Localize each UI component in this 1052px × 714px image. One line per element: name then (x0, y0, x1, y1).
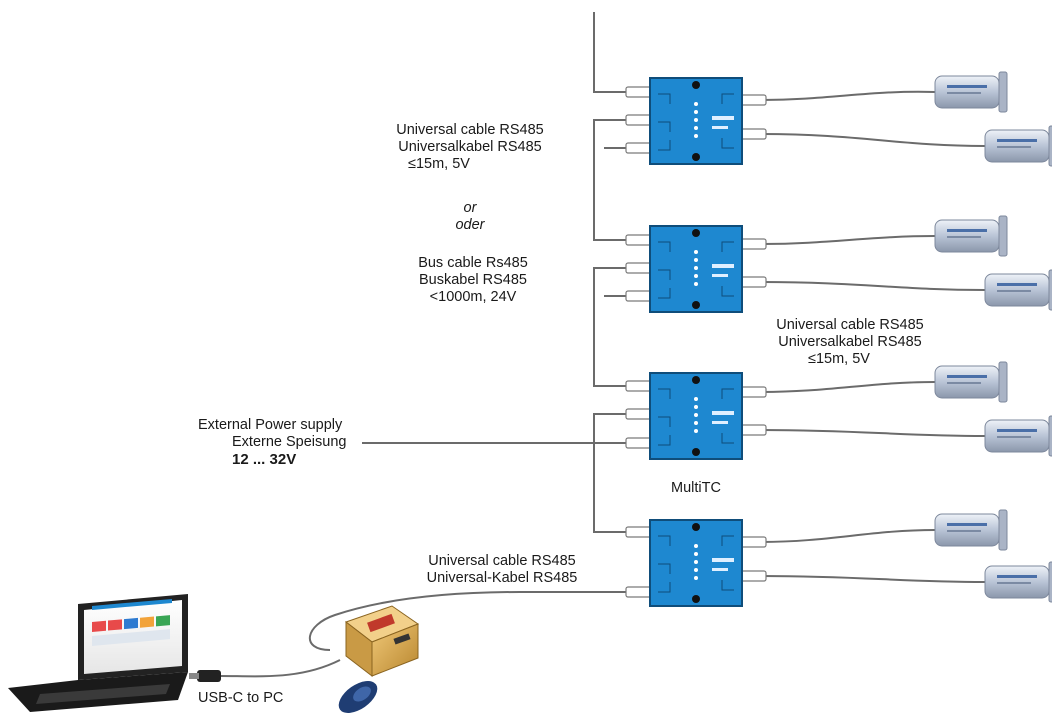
cable-network (219, 12, 986, 678)
label-line: <1000m, 24V (429, 289, 517, 305)
label-line: Universal cable RS485 (396, 122, 544, 138)
multitc-module (649, 77, 743, 165)
sensor-icon (984, 415, 1052, 457)
label-line: Universal cable RS485 (428, 553, 576, 569)
or-label: or oder (420, 200, 520, 234)
external-power-label: External Power supply Externe Speisung 1… (198, 417, 378, 468)
sensor-icon (934, 71, 1008, 113)
label-line: Externe Speisung (232, 434, 347, 450)
sensor-icon (984, 269, 1052, 311)
key-fob-icon (338, 681, 378, 713)
universal-cable-label-top: Universal cable RS485 Universalkabel RS4… (380, 122, 560, 173)
label-line: USB-C to PC (198, 690, 284, 706)
multitc-label: MultiTC (650, 480, 742, 497)
label-line: ≤15m, 5V (408, 156, 470, 172)
label-line: MultiTC (671, 480, 721, 496)
universal-cable-label-bottom: Universal cable RS485 Universal-Kabel RS… (402, 553, 602, 587)
label-line: Universalkabel RS485 (778, 334, 922, 350)
sensor-icon (984, 561, 1052, 603)
usb-interface-box-icon (344, 605, 420, 678)
voltage-range: 12 ... 32V (232, 451, 297, 468)
multitc-module (649, 225, 743, 313)
label-line: Buskabel RS485 (418, 272, 527, 288)
bus-cable-label: Bus cable Rs485 Buskabel RS485 <1000m, 2… (398, 255, 548, 306)
cable-connectors (625, 86, 767, 598)
usb-label: USB-C to PC (198, 690, 308, 707)
sensor-group (934, 71, 1052, 603)
label-line: Universal cable RS485 (776, 317, 924, 333)
label-line: Universalkabel RS485 (398, 139, 542, 155)
laptop-icon (8, 594, 188, 712)
label-line: or (463, 200, 477, 216)
multitc-module (649, 519, 743, 607)
sensor-icon (934, 509, 1008, 551)
label-line: Universal-Kabel RS485 (426, 570, 578, 586)
label-line: External Power supply (198, 417, 343, 433)
sensor-icon (934, 215, 1008, 257)
sensor-icon (984, 125, 1052, 167)
sensor-icon (934, 361, 1008, 403)
universal-cable-label-right: Universal cable RS485 Universalkabel RS4… (760, 317, 940, 368)
multitc-module (649, 372, 743, 460)
usb-c-plug-icon (189, 670, 221, 682)
label-line: Bus cable Rs485 (418, 255, 528, 271)
label-line: ≤15m, 5V (808, 351, 870, 367)
label-line: oder (455, 217, 485, 233)
